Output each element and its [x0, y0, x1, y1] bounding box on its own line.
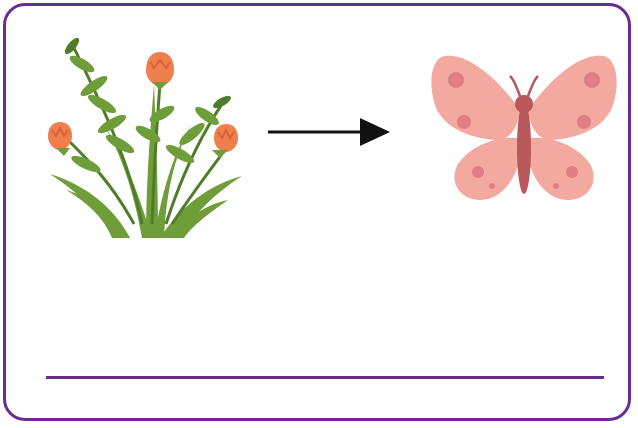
butterfly-icon — [426, 46, 622, 206]
right-arrow-icon — [268, 114, 394, 150]
flower-icon — [48, 122, 72, 156]
flower-icon — [146, 52, 174, 90]
plant-with-flowers-icon — [42, 24, 252, 244]
worksheet-card — [3, 3, 631, 421]
flower-icon — [212, 124, 238, 158]
answer-line[interactable] — [46, 376, 604, 379]
